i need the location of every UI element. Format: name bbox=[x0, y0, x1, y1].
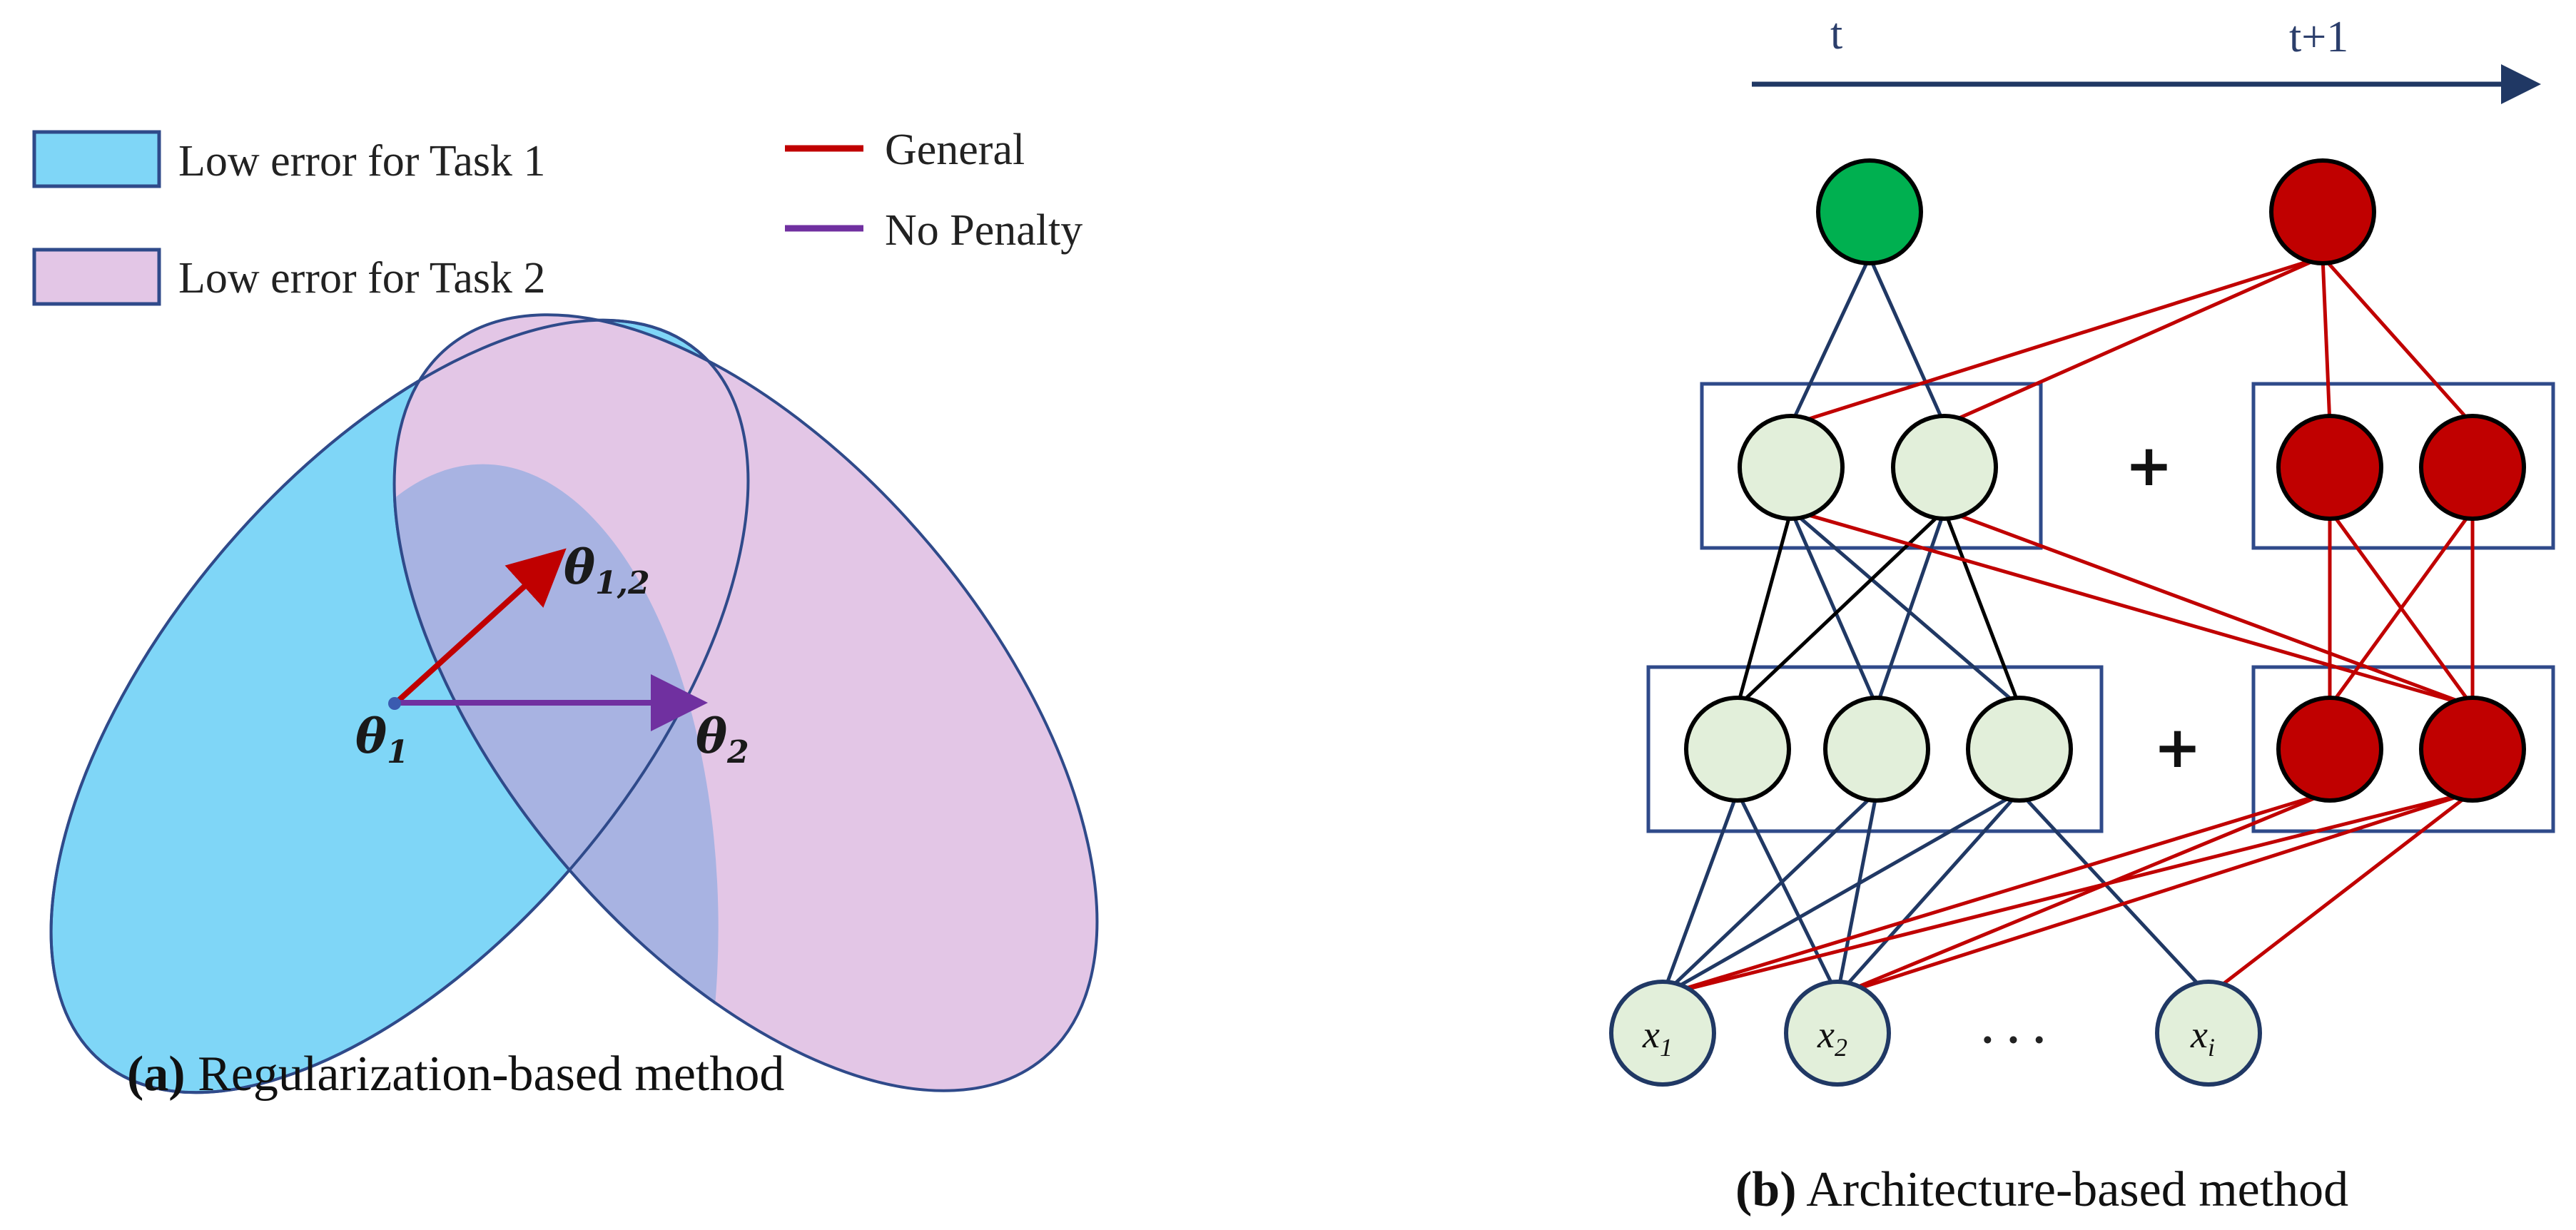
input-label-i: xi bbox=[2190, 1013, 2215, 1062]
input-ellipsis: · · · bbox=[1980, 1016, 2047, 1064]
panel-a: Low error for Task 1 Low error for Task … bbox=[32, 126, 1099, 1102]
legend-task2-label: Low error for Task 2 bbox=[178, 254, 545, 303]
black-edges bbox=[1735, 509, 2022, 708]
input-label-2: x2 bbox=[1817, 1013, 1847, 1062]
input-label-1: x1 bbox=[1642, 1013, 1673, 1062]
theta1-label: θ1 bbox=[355, 708, 409, 771]
legend-task1-label: Low error for Task 1 bbox=[178, 137, 545, 185]
theta12-label: θ1,2 bbox=[564, 539, 650, 601]
time-label-t: t bbox=[1830, 10, 1842, 59]
plus-sign-hidden2: + bbox=[2125, 432, 2173, 499]
input-node-2 bbox=[1784, 980, 1891, 1087]
hidden2-new-node-2 bbox=[2419, 414, 2526, 521]
general-arrow bbox=[394, 548, 567, 705]
hidden2-old-box bbox=[1700, 382, 2043, 550]
hidden1-new-box bbox=[2251, 665, 2555, 833]
hidden1-old-node-3 bbox=[1966, 696, 2073, 803]
old-edges bbox=[1660, 255, 2210, 997]
caption-a: (a) Regularization-based method bbox=[127, 1047, 784, 1102]
hidden-layer-2 bbox=[1738, 414, 2526, 521]
output-node-old bbox=[1816, 158, 1923, 265]
input-layer: x1 x2 xi · · · bbox=[1609, 980, 2262, 1087]
legend-task1-swatch bbox=[32, 130, 161, 188]
input-node-1 bbox=[1609, 980, 1716, 1087]
panel-b: t t+1 bbox=[1609, 10, 2555, 1217]
hidden1-new-node-2 bbox=[2419, 696, 2526, 803]
input-node-i bbox=[2155, 980, 2262, 1087]
time-label-t1: t+1 bbox=[2289, 13, 2348, 61]
overlap-region bbox=[392, 464, 719, 1092]
legend: Low error for Task 1 Low error for Task … bbox=[32, 126, 1082, 306]
theta1-point bbox=[388, 697, 401, 710]
new-edges bbox=[1662, 255, 2475, 997]
hidden2-new-node-1 bbox=[2276, 414, 2383, 521]
hidden1-old-box bbox=[1646, 665, 2104, 833]
caption-b: (b) Architecture-based method bbox=[1735, 1162, 2348, 1217]
legend-task2-swatch bbox=[32, 248, 161, 306]
hidden2-new-box bbox=[2251, 382, 2555, 550]
output-node-new bbox=[2269, 158, 2376, 265]
task1-outline bbox=[49, 318, 750, 1094]
legend-no-penalty-label: No Penalty bbox=[885, 206, 1082, 255]
theta2-label: θ2 bbox=[696, 708, 749, 771]
output-layer bbox=[1816, 158, 2376, 265]
hidden-layer-1 bbox=[1684, 696, 2526, 803]
hidden2-old-node-1 bbox=[1738, 414, 1845, 521]
hidden1-old-node-2 bbox=[1823, 696, 1930, 803]
legend-general-label: General bbox=[885, 126, 1025, 174]
hidden1-new-node-1 bbox=[2276, 696, 2383, 803]
hidden2-old-node-2 bbox=[1891, 414, 1998, 521]
hidden1-old-node-1 bbox=[1684, 696, 1791, 803]
plus-sign-hidden1: + bbox=[2154, 714, 2201, 781]
